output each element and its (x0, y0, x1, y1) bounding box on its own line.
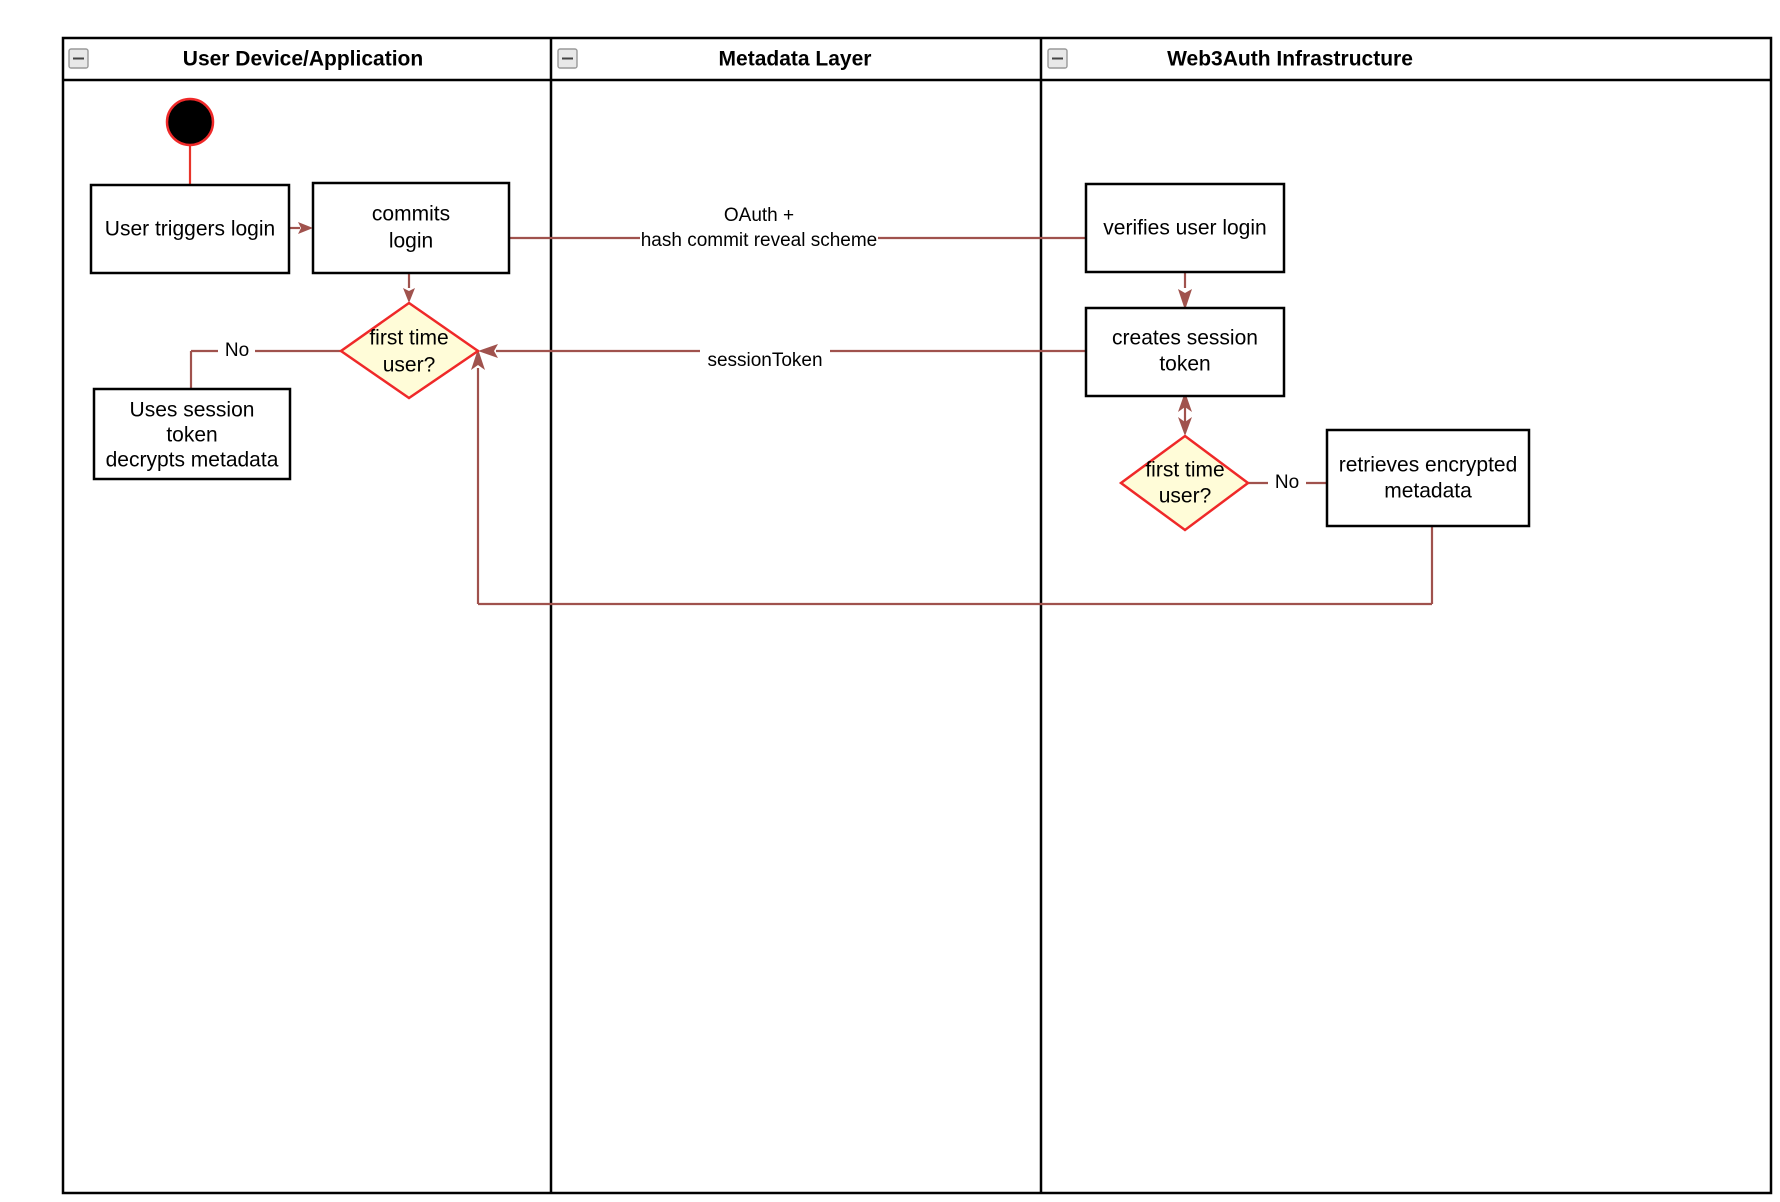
lane-title-metadata: Metadata Layer (719, 48, 872, 71)
node-label-creates-session-line1: creates session (1112, 327, 1258, 350)
node-creates-session-token[interactable]: creates session token (1084, 306, 1286, 398)
node-label-retrieves-line2: metadata (1384, 480, 1472, 503)
lane-title-web3auth: Web3Auth Infrastructure (1167, 48, 1413, 71)
edge-session-token (478, 344, 1086, 358)
node-user-triggers-login[interactable]: User triggers login (89, 183, 291, 275)
node-verifies-user-login[interactable]: verifies user login (1084, 182, 1286, 274)
lane-outer-border (61, 36, 1773, 1195)
edge-label-oauth-line2: hash commit reveal scheme (641, 230, 878, 251)
decision-label-left-line1: first time (369, 327, 448, 350)
node-label-creates-session-line2: token (1159, 353, 1210, 376)
node-label-uses-session-line1: Uses session (130, 399, 255, 422)
edge-trigger-to-commits (289, 222, 313, 234)
edge-label-decision-right-no: No (1275, 472, 1299, 493)
node-label-retrieves-line1: retrieves encrypted (1339, 454, 1518, 477)
decision-label-right-line1: first time (1145, 459, 1224, 482)
decision-label-right-line2: user? (1159, 485, 1212, 508)
node-decision-first-time-user-left[interactable]: first time user? (338, 301, 481, 400)
edge-label-decision-left-no: No (225, 340, 249, 361)
swimlane-frame (61, 36, 1773, 1195)
node-uses-session-token[interactable]: Uses session token decrypts metadata (92, 387, 292, 481)
lane-header-metadata[interactable]: Metadata Layer (557, 48, 872, 71)
decision-label-left-line2: user? (383, 354, 436, 377)
node-label-user-triggers-login: User triggers login (105, 218, 275, 241)
node-label-commits-login-line1: commits (372, 203, 450, 226)
edge-creates-to-decision-right (1178, 392, 1192, 436)
node-label-uses-session-line2: token (166, 424, 217, 447)
edge-label-session-token: sessionToken (707, 350, 822, 371)
edge-commits-to-decision-left (403, 272, 415, 303)
edge-decision-left-no (189, 349, 341, 389)
edge-retrieves-loopback (471, 349, 1434, 606)
edge-verifies-to-creates (1178, 272, 1192, 310)
edge-label-oauth: OAuth + hash commit reveal scheme (641, 205, 878, 251)
node-commits-login[interactable]: commits login (311, 181, 511, 275)
lane-header-user[interactable]: User Device/Application (68, 48, 423, 71)
lane-header-web3auth[interactable]: Web3Auth Infrastructure (1047, 48, 1413, 71)
edge-label-oauth-line1: OAuth + (724, 205, 794, 226)
node-decision-first-time-user-right[interactable]: first time user? (1118, 434, 1251, 532)
node-label-commits-login-line2: login (389, 230, 433, 253)
node-label-verifies-user-login: verifies user login (1103, 217, 1266, 240)
node-label-uses-session-line3: decrypts metadata (106, 449, 279, 472)
lane-title-user: User Device/Application (183, 48, 423, 71)
start-node (165, 97, 215, 147)
node-retrieves-encrypted-metadata[interactable]: retrieves encrypted metadata (1325, 428, 1531, 528)
